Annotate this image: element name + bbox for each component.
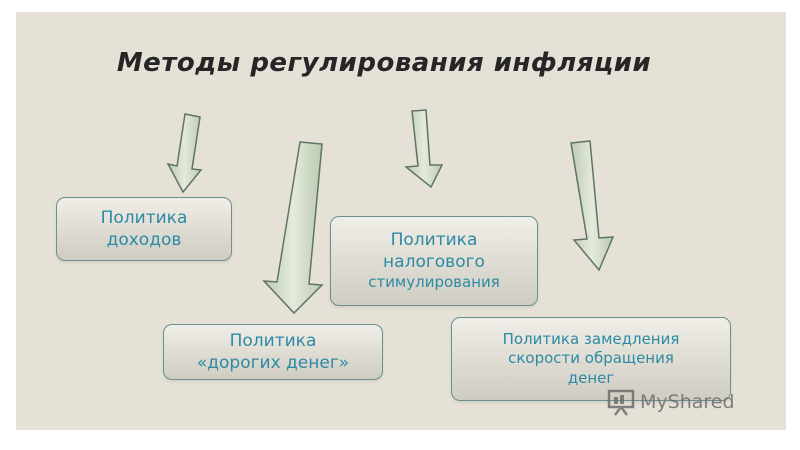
money-policy-line-1: Политика [229,330,317,351]
money-policy-line-2: «дорогих денег» [196,353,350,373]
arrow-to-tax [404,109,444,189]
income-policy-line-1: Политика [100,207,188,228]
tax-policy-line-2: налогового [383,252,485,273]
arrow-to-money [262,141,324,315]
tax-policy-line-1: Политика [390,230,478,251]
myshared-watermark: MyShared [606,388,735,416]
arrow-to-income [166,113,203,194]
presentation-board-icon [607,389,635,416]
velocity-policy-line-2: скорости обращения [508,349,674,368]
income-policy-line-2: доходов [106,230,182,250]
income-policy-box: Политика доходов [56,197,232,261]
velocity-policy-line-1: Политика замедления [502,329,680,348]
diagram-title: Методы регулирования инфляции [116,48,652,78]
velocity-policy-line-3: денег [567,368,615,387]
expensive-money-policy-box: Политика «дорогих денег» [163,324,383,380]
velocity-slowdown-policy-box: Политика замедления скорости обращения д… [451,317,731,401]
tax-policy-line-3: стимулирования [368,273,500,292]
watermark-text: MyShared [640,391,735,413]
tax-stimulus-policy-box: Политика налогового стимулирования [330,216,538,306]
arrow-to-velocity [570,140,615,272]
